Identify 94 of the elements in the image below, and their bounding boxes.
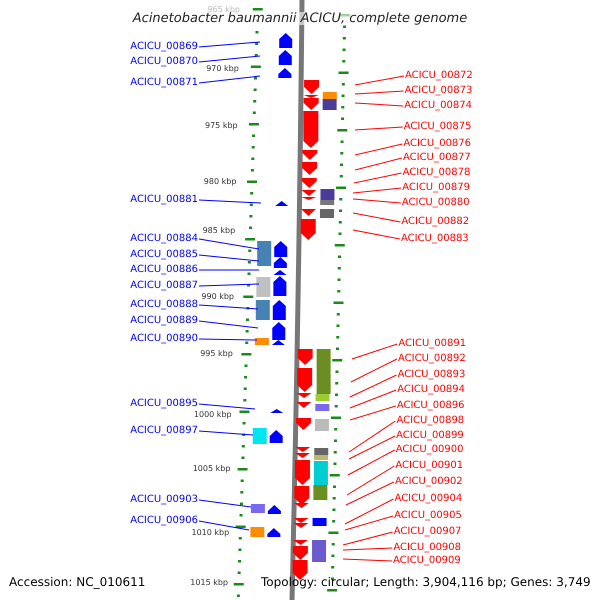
leader-line bbox=[350, 358, 398, 382]
leader-line bbox=[352, 230, 400, 240]
gene-label: ACICU_00905 bbox=[394, 511, 462, 521]
accession-text: Accession: NC_010611 bbox=[9, 576, 146, 588]
leader-line bbox=[198, 56, 260, 62]
leader-line bbox=[350, 390, 397, 408]
gene-label: ACICU_00869 bbox=[130, 42, 198, 52]
gene-label: ACICU_00895 bbox=[130, 399, 198, 409]
gene-label: ACICU_00870 bbox=[130, 57, 198, 67]
gene-label: ACICU_00873 bbox=[404, 86, 472, 96]
leader-line bbox=[198, 520, 250, 530]
leader-line bbox=[354, 90, 404, 94]
gene-label: ACICU_00879 bbox=[402, 183, 470, 193]
leader-line bbox=[352, 344, 398, 360]
leader-line bbox=[346, 466, 395, 496]
leader-line bbox=[198, 338, 258, 340]
leader-line bbox=[352, 188, 402, 194]
gene-label: ACICU_00872 bbox=[405, 71, 473, 81]
gene-label: ACICU_00908 bbox=[393, 543, 462, 553]
leader-line bbox=[198, 238, 260, 250]
leader-line bbox=[354, 144, 403, 156]
gene-label: ACICU_00907 bbox=[394, 527, 462, 537]
gene-label: ACICU_00892 bbox=[398, 354, 466, 364]
leader-line bbox=[198, 200, 262, 204]
gene-label: ACICU_00880 bbox=[402, 198, 470, 208]
topology-text: Topology: circular; Length: 3,904,116 bp; Genes: 3,749 bbox=[261, 576, 591, 588]
gene-label: ACICU_00898 bbox=[396, 416, 464, 426]
gene-label: ACICU_00894 bbox=[397, 385, 465, 395]
leader-line bbox=[354, 158, 402, 170]
leader-line bbox=[348, 436, 396, 460]
leader-line bbox=[346, 482, 394, 506]
leader-line bbox=[198, 404, 256, 410]
scale-label: 970 kbp bbox=[206, 65, 239, 73]
gene-label: ACICU_00896 bbox=[396, 401, 465, 411]
leader-line bbox=[354, 102, 404, 106]
gene-label: ACICU_00904 bbox=[394, 494, 462, 504]
leader-line bbox=[354, 172, 402, 184]
leader-line bbox=[354, 76, 404, 86]
scale-label: 995 kbp bbox=[200, 350, 233, 358]
leader-line bbox=[344, 516, 394, 530]
leader-line bbox=[348, 450, 396, 476]
gene-label: ACICU_00883 bbox=[400, 234, 469, 244]
gene-label: ACICU_00889 bbox=[130, 316, 198, 326]
leader-line bbox=[350, 406, 396, 420]
leader-line bbox=[348, 420, 396, 452]
leader-line bbox=[342, 548, 393, 550]
gene-label: ACICU_00901 bbox=[395, 461, 464, 471]
leader-line bbox=[198, 320, 258, 328]
gene-label: ACICU_00890 bbox=[130, 334, 198, 344]
scale-label: 965 kbp bbox=[207, 6, 240, 14]
leader-line bbox=[198, 76, 260, 84]
gene-label: ACICU_00899 bbox=[396, 431, 464, 441]
gene-label: ACICU_00897 bbox=[130, 426, 198, 436]
scale-label: 1000 kbp bbox=[194, 411, 232, 419]
leader-line bbox=[352, 198, 402, 204]
scale-label: 980 kbp bbox=[204, 178, 236, 186]
gene-label: ACICU_00885 bbox=[130, 250, 198, 260]
gene-label: ACICU_00874 bbox=[404, 101, 472, 111]
gene-label: ACICU_00888 bbox=[130, 300, 198, 310]
leader-line bbox=[198, 42, 260, 48]
gene-label: ACICU_00909 bbox=[393, 556, 461, 566]
leader-line bbox=[344, 498, 394, 524]
gene-label: ACICU_00871 bbox=[130, 78, 198, 88]
gene-label: ACICU_00906 bbox=[130, 516, 198, 526]
gene-label: ACICU_00886 bbox=[130, 265, 198, 275]
gene-label: ACICU_00887 bbox=[130, 281, 198, 291]
leader-line bbox=[342, 532, 394, 546]
gene-label: ACICU_00881 bbox=[130, 195, 198, 205]
gene-label: ACICU_00893 bbox=[398, 370, 466, 380]
leader-line bbox=[198, 430, 254, 436]
scale-label: 990 kbp bbox=[201, 293, 234, 301]
gene-label: ACICU_00903 bbox=[130, 495, 198, 505]
scale-label: 975 kbp bbox=[205, 122, 238, 130]
scale-label: 1010 kbp bbox=[192, 529, 230, 537]
leader-line bbox=[354, 126, 404, 130]
gene-label: ACICU_00876 bbox=[403, 139, 472, 149]
gene-label: ACICU_00891 bbox=[398, 339, 466, 349]
gene-label: ACICU_00900 bbox=[396, 445, 464, 455]
leader-line bbox=[350, 374, 398, 398]
gene-label: ACICU_00882 bbox=[401, 217, 470, 227]
scale-label: 1005 kbp bbox=[192, 465, 230, 473]
scale-label: 1015 kbp bbox=[190, 579, 228, 587]
leader-line bbox=[342, 558, 392, 562]
leader-line bbox=[352, 212, 401, 222]
gene-label: ACICU_00875 bbox=[404, 122, 472, 132]
gene-label: ACICU_00884 bbox=[130, 234, 198, 244]
leader-line bbox=[198, 284, 260, 286]
leader-line bbox=[198, 500, 252, 508]
gene-label: ACICU_00902 bbox=[394, 477, 463, 487]
leader-line bbox=[198, 254, 260, 262]
gene-label: ACICU_00878 bbox=[402, 168, 470, 178]
leader-line bbox=[198, 304, 258, 310]
scale-label: 985 kbp bbox=[202, 227, 236, 235]
gene-label: ACICU_00877 bbox=[402, 153, 471, 163]
